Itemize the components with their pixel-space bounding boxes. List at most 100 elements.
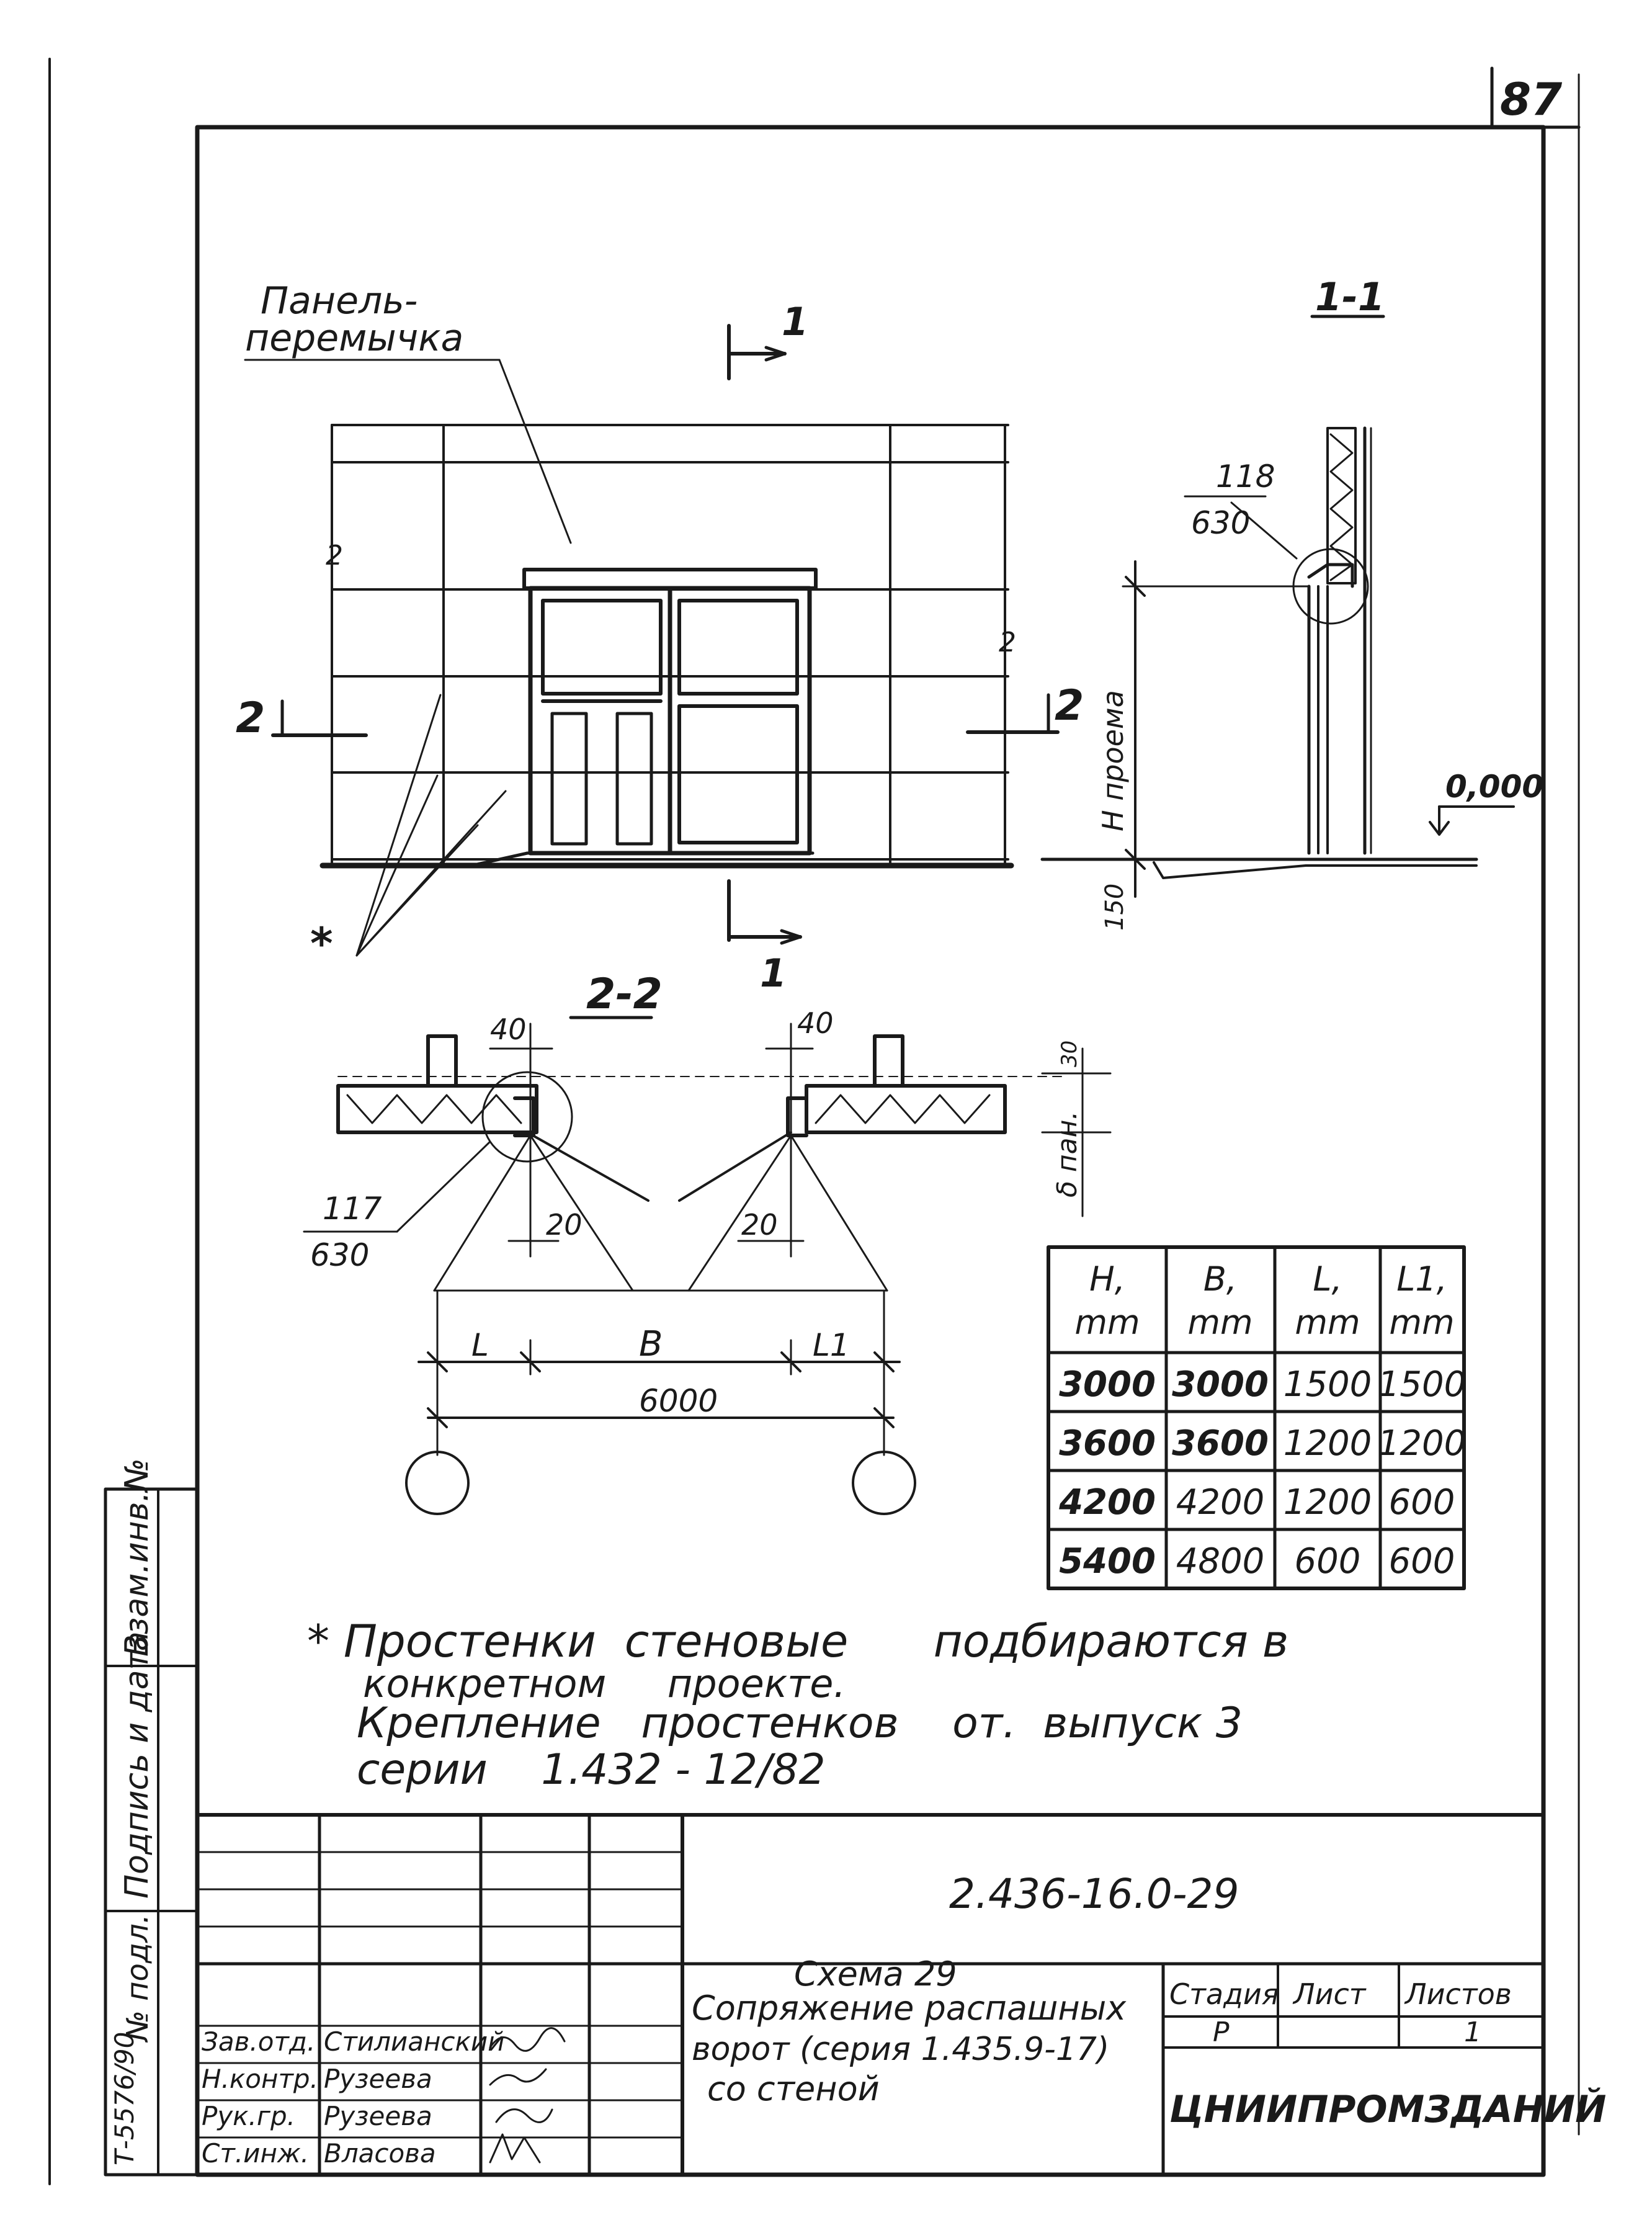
title-line-2: Сопряжение распашных (692, 1989, 1127, 2028)
signature-mark (489, 2133, 541, 2164)
sheet-frame (48, 58, 1581, 2185)
dim-wall-thickness: δ пан. (1051, 1111, 1083, 1197)
table-cell: 600 (1295, 1541, 1361, 1582)
stage-value: Р (1213, 2016, 1230, 2048)
table-cell: 1200 (1378, 1423, 1467, 1464)
signature-mark (489, 2068, 547, 2086)
signature-role: Н.контр. (202, 2064, 318, 2094)
table-cell: 1500 (1378, 1364, 1467, 1405)
dim-vert-30: 30 (1057, 1041, 1082, 1067)
signature-role: Зав.отд. (202, 2026, 315, 2057)
panel-label-line1: Панель- (261, 279, 417, 323)
table-cell: 4200 (1058, 1482, 1156, 1523)
sheet-header: Лист (1292, 1977, 1367, 2011)
section-1-1-level: 0,000 (1445, 769, 1543, 805)
wall-label-right: 2 (999, 627, 1016, 658)
section-2-2-ref-top: 117 (323, 1191, 382, 1227)
table-header-h-unit: mm (1074, 1303, 1140, 1342)
title-line-3: ворот (серия 1.435.9-17) (692, 2031, 1109, 2068)
asterisk-mark: * (310, 918, 333, 969)
table-cell: 5400 (1059, 1541, 1156, 1582)
table-header-h: H, (1089, 1260, 1125, 1299)
section-1-1-height-label: H проема (1096, 690, 1130, 831)
table-cell: 600 (1389, 1482, 1455, 1523)
table-cell: 4800 (1176, 1541, 1265, 1582)
section-mark-left: 2 (236, 694, 265, 743)
section-2-2 (303, 1016, 1112, 1515)
signature-role: Ст.инж. (202, 2138, 309, 2169)
table-row: 3600 3600 1200 1200 (1059, 1423, 1466, 1464)
section-2-2-title: 2-2 (586, 970, 663, 1019)
dim-40-left: 40 (490, 1013, 527, 1046)
dim-l: L (471, 1327, 489, 1363)
table-header-b: B, (1203, 1260, 1237, 1299)
note-line-4: серии 1.432 - 12/82 (357, 1745, 826, 1794)
section-mark-right: 2 (1055, 681, 1084, 730)
dim-6000: 6000 (639, 1383, 718, 1419)
table-row: 4200 4200 1200 600 (1058, 1482, 1455, 1523)
section-2-2-ref-bottom: 630 (310, 1237, 369, 1273)
table-cell: 1200 (1284, 1423, 1372, 1464)
signature-mark (495, 2108, 553, 2123)
table-header-l1-unit: mm (1389, 1303, 1454, 1342)
section-1-1-ref-bottom: 630 (1191, 505, 1250, 541)
dim-20-left: 20 (546, 1208, 583, 1242)
signature-name: Рузеева (324, 2101, 432, 2131)
side-stamp (104, 1487, 199, 2177)
signature-row: Рук.гр. Рузеева (202, 2101, 553, 2131)
table-cell: 3600 (1059, 1423, 1156, 1464)
wall-label-left: 2 (326, 540, 343, 571)
stage-header: Стадия (1169, 1977, 1279, 2011)
front-elevation (244, 324, 1060, 957)
section-1-1-dim-150: 150 (1101, 884, 1129, 931)
note-line-2: конкретном проекте. (363, 1661, 846, 1706)
title-line-4: со стеной (707, 2069, 880, 2108)
table-cell: 1200 (1284, 1482, 1372, 1523)
dim-20-right: 20 (741, 1208, 778, 1242)
signature-name: Власова (324, 2138, 436, 2169)
signature-row: Ст.инж. Власова (202, 2133, 541, 2169)
section-mark-bottom: 1 (760, 951, 787, 996)
table-cell: 1500 (1284, 1364, 1372, 1405)
dim-40-right: 40 (797, 1006, 834, 1040)
sheets-value: 1 (1464, 2016, 1481, 2048)
page-number: 87 (1500, 73, 1562, 125)
table-header-b-unit: mm (1187, 1303, 1252, 1342)
section-1-1-title: 1-1 (1315, 274, 1385, 320)
signature-name: Стилианский (324, 2026, 504, 2057)
side-stamp-inventory: Т-5576/90 (109, 2032, 140, 2165)
document-code: 2.436-16.0-29 (949, 1870, 1239, 1918)
title-block (195, 1813, 1545, 2177)
table-header-l1: L1, (1396, 1260, 1447, 1299)
section-1-1-ref-top: 118 (1216, 459, 1275, 495)
sheets-header: Листов (1404, 1977, 1512, 2011)
table-header-row: H, mm B, mm L, mm L1, mm (1074, 1260, 1454, 1342)
signature-role: Рук.гр. (202, 2101, 295, 2131)
table-cell: 600 (1389, 1541, 1455, 1582)
side-stamp-col1: Взам.инв.№ (118, 1458, 156, 1657)
table-cell: 3000 (1172, 1364, 1269, 1405)
signature-name: Рузеева (324, 2064, 432, 2094)
table-header-l-unit: mm (1295, 1303, 1360, 1342)
dim-l1: L1 (813, 1327, 850, 1363)
table-cell: 4200 (1176, 1482, 1265, 1523)
section-1-1 (1040, 315, 1515, 898)
organization-name: ЦНИИПРОМЗДАНИЙ (1169, 2087, 1606, 2131)
note-line-1: * Простенки стеновые подбираются в (307, 1615, 1288, 1667)
table-cell: 3600 (1172, 1423, 1269, 1464)
table-header-l: L, (1313, 1260, 1342, 1299)
panel-label-line2: перемычка (245, 316, 463, 360)
signature-mark (489, 2027, 566, 2052)
table-row: 3000 3000 1500 1500 (1059, 1364, 1466, 1405)
section-mark-top: 1 (782, 299, 808, 344)
side-stamp-col2: Подпись и дата (118, 1631, 156, 1899)
title-line-1: Схема 29 (794, 1954, 957, 1994)
table-row: 5400 4800 600 600 (1059, 1541, 1455, 1582)
table-cell: 3000 (1059, 1364, 1156, 1405)
dim-b: B (639, 1324, 663, 1364)
side-stamp-col3: № подл. (120, 1914, 155, 2043)
dimensions-table (1047, 1245, 1466, 1590)
note-line-3: Крепление простенков от. выпуск 3 (357, 1699, 1243, 1748)
